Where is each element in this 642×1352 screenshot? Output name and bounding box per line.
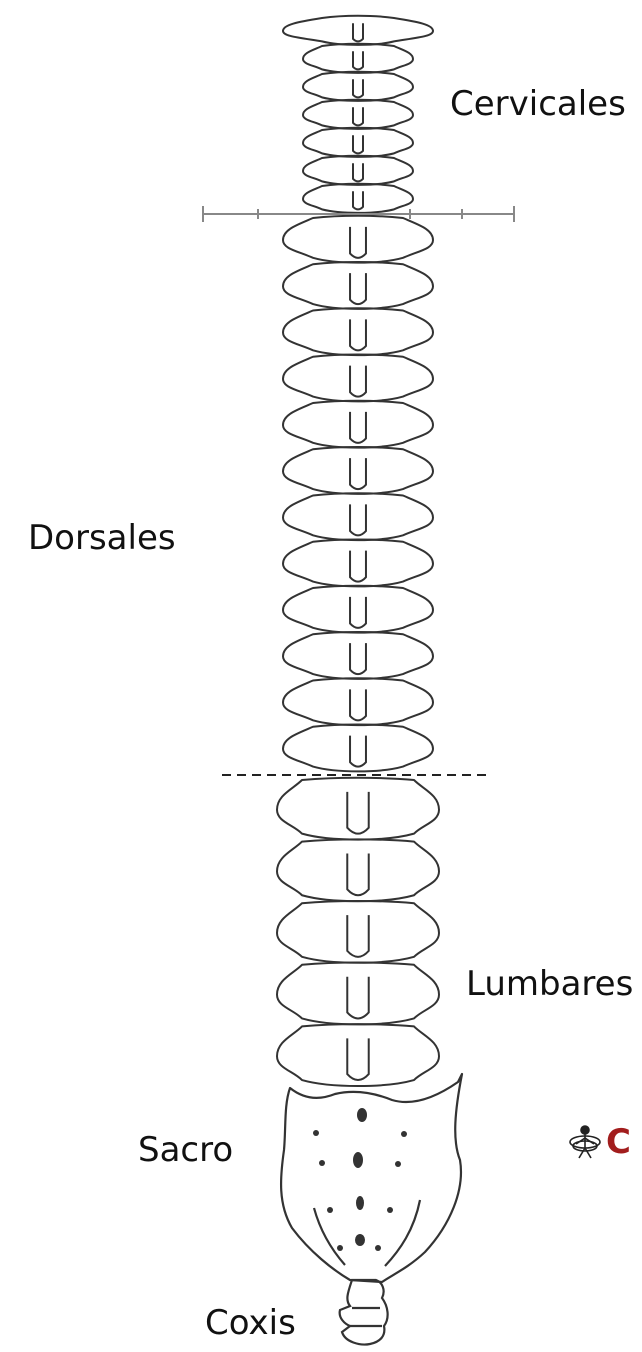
human-figure-swirl-icon	[568, 1124, 602, 1160]
sacral-foramen	[319, 1160, 325, 1166]
sacral-foramen	[355, 1234, 365, 1246]
dorsal-vertebra	[283, 725, 433, 772]
dorsal-vertebra	[283, 355, 433, 402]
dorsal-vertebra	[283, 401, 433, 448]
sacrum-label: Sacro	[138, 1130, 233, 1170]
vertebrae-group	[277, 16, 439, 1086]
cervical-vertebra	[283, 16, 433, 45]
coccyx-label: Coxis	[205, 1303, 296, 1343]
cervical-vertebra	[303, 156, 413, 185]
sacral-foramen	[401, 1131, 407, 1137]
dorsal-vertebra	[283, 632, 433, 679]
cervical-vertebra	[303, 72, 413, 101]
sacral-foramen	[387, 1207, 393, 1213]
lumbar-label: Lumbares	[466, 964, 633, 1004]
lumbar-vertebra	[277, 778, 439, 840]
cervical-vertebra	[303, 128, 413, 157]
logo-text: C	[606, 1122, 631, 1162]
dorsal-vertebra	[283, 678, 433, 725]
logo: C	[568, 1122, 631, 1162]
lumbar-vertebra	[277, 839, 439, 901]
dorsal-vertebra	[283, 262, 433, 309]
dorsal-vertebra	[283, 540, 433, 587]
sacral-foramen	[327, 1207, 333, 1213]
lumbar-vertebra	[277, 963, 439, 1025]
dorsal-vertebra	[283, 308, 433, 355]
dorsal-vertebra	[283, 493, 433, 540]
dorsal-vertebra	[283, 447, 433, 494]
cervical-vertebra	[303, 44, 413, 73]
sacral-foramen	[313, 1130, 319, 1136]
lumbar-vertebra	[277, 1024, 439, 1086]
cervical-vertebra	[303, 184, 413, 213]
sacral-foramen	[353, 1152, 363, 1168]
sacral-foramen	[356, 1196, 364, 1210]
dorsal-label: Dorsales	[28, 518, 176, 558]
cervical-vertebra	[303, 100, 413, 129]
coccyx	[340, 1280, 388, 1345]
sacral-foramina	[313, 1108, 407, 1251]
cervical-label: Cervicales	[450, 84, 626, 124]
sacral-foramen	[395, 1161, 401, 1167]
dorsal-vertebra	[283, 586, 433, 633]
dorsal-vertebra	[283, 216, 433, 263]
sacral-foramen	[357, 1108, 367, 1122]
lumbar-vertebra	[277, 901, 439, 963]
sacral-foramen	[375, 1245, 381, 1251]
sacral-foramen	[337, 1245, 343, 1251]
sacrum	[281, 1074, 462, 1282]
